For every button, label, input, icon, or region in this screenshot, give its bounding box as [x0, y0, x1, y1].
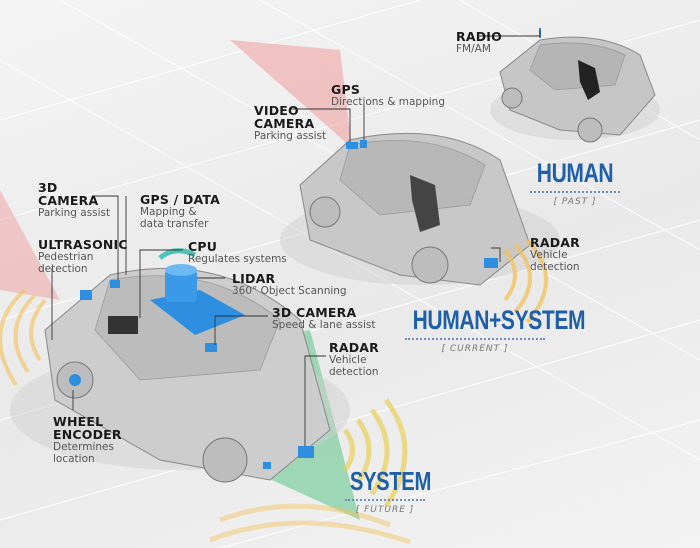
label-gps-data: GPS / DATA Mapping & data transfer — [140, 193, 220, 230]
cpu-title: CPU — [188, 239, 218, 254]
3d-camera-rear-title-2: CAMERA — [38, 193, 99, 209]
label-cpu: CPU Regulates systems — [188, 240, 287, 265]
car-current — [280, 132, 560, 286]
era-human-system: HUMAN+SYSTEM [ CURRENT ] — [395, 305, 586, 354]
label-gps: GPS Directions & mapping — [331, 83, 445, 108]
era-human-title: HUMAN — [536, 158, 614, 188]
3d-camera-rear-title-1: 3D — [38, 180, 58, 195]
era-human-system-title: HUMAN+SYSTEM — [412, 305, 586, 335]
gps-sensor — [360, 140, 367, 148]
video-camera-title-2: CAMERA — [254, 116, 315, 132]
radar-sensor-current — [484, 258, 498, 268]
radio-desc: FM/AM — [456, 43, 491, 56]
video-camera-title-1: VIDEO — [254, 103, 299, 118]
label-3d-camera-rear: 3D CAMERA Parking assist — [38, 181, 110, 219]
radar-future-desc-1: Vehicle — [329, 354, 367, 367]
lidar-desc: 360° Object Scanning — [232, 285, 347, 298]
car-future — [10, 248, 350, 483]
divider — [530, 191, 620, 193]
label-radar-future: RADAR Vehicle detection — [329, 341, 379, 378]
gps-data-desc-1: Mapping & — [140, 206, 197, 219]
radar-future-desc-2: detection — [329, 366, 379, 379]
rotation-arrow — [158, 248, 197, 260]
video-camera-sensor — [346, 142, 358, 149]
lidar-title: LIDAR — [232, 271, 276, 286]
video-camera-cone — [230, 40, 352, 148]
radar-current-title: RADAR — [530, 235, 580, 250]
wheel-encoder-desc-2: location — [53, 453, 95, 466]
radar-current-desc-2: detection — [530, 261, 580, 274]
gps-data-desc-2: data transfer — [140, 218, 209, 231]
ultrasonic-waves — [0, 288, 47, 387]
divider — [405, 338, 545, 340]
driver-silhouette — [410, 175, 440, 232]
lidar-unit — [165, 270, 197, 302]
divider — [345, 499, 425, 501]
era-human-period: [ PAST ] — [553, 197, 597, 207]
era-system: SYSTEM [ FUTURE ] — [340, 466, 431, 515]
gps-title: GPS — [331, 82, 361, 97]
gps-data-title: GPS / DATA — [140, 192, 221, 207]
label-ultrasonic: ULTRASONIC Pedestrian detection — [38, 238, 128, 275]
3d-camera-rear-desc: Parking assist — [38, 207, 111, 220]
era-human-system-period: [ CURRENT ] — [441, 344, 509, 354]
cpu-desc: Regulates systems — [188, 253, 287, 266]
era-system-period: [ FUTURE ] — [355, 505, 415, 515]
label-3d-camera-front: 3D CAMERA Speed & lane assist — [272, 306, 375, 331]
video-camera-desc: Parking assist — [254, 130, 327, 143]
ultrasonic-desc-2: detection — [38, 263, 88, 276]
radar-future-title: RADAR — [329, 340, 379, 355]
label-radio: RADIO FM/AM — [456, 30, 502, 55]
cpu-box — [108, 316, 138, 334]
label-wheel-encoder: WHEEL ENCODER Determines location — [53, 415, 122, 465]
wheel-encoder-sensor — [69, 374, 81, 386]
3d-camera-front-title: 3D CAMERA — [272, 305, 357, 320]
wheel-encoder-title-2: ENCODER — [53, 427, 122, 443]
leader-lines — [51, 30, 541, 446]
3d-camera-front-desc: Speed & lane assist — [272, 319, 376, 332]
driver-silhouette — [578, 60, 600, 100]
ultrasonic-desc-1: Pedestrian — [38, 251, 94, 264]
radar-current-desc-1: Vehicle — [530, 249, 568, 262]
radar-waves-current — [503, 238, 548, 324]
label-radar-current: RADAR Vehicle detection — [530, 236, 580, 273]
label-video-camera: VIDEO CAMERA Parking assist — [254, 104, 326, 142]
label-lidar: LIDAR 360° Object Scanning — [232, 272, 347, 297]
radar-waves-future — [342, 398, 408, 508]
wheel-encoder-title-1: WHEEL — [53, 414, 104, 429]
radar-sensor-future — [298, 446, 314, 458]
car-past — [490, 28, 660, 143]
radio-title: RADIO — [456, 29, 502, 44]
ultrasonic-title: ULTRASONIC — [38, 237, 128, 252]
era-human: HUMAN [ PAST ] — [520, 158, 630, 207]
gps-desc: Directions & mapping — [331, 96, 445, 109]
wheel-encoder-desc-1: Determines — [53, 441, 114, 454]
era-system-title: SYSTEM — [349, 466, 431, 496]
